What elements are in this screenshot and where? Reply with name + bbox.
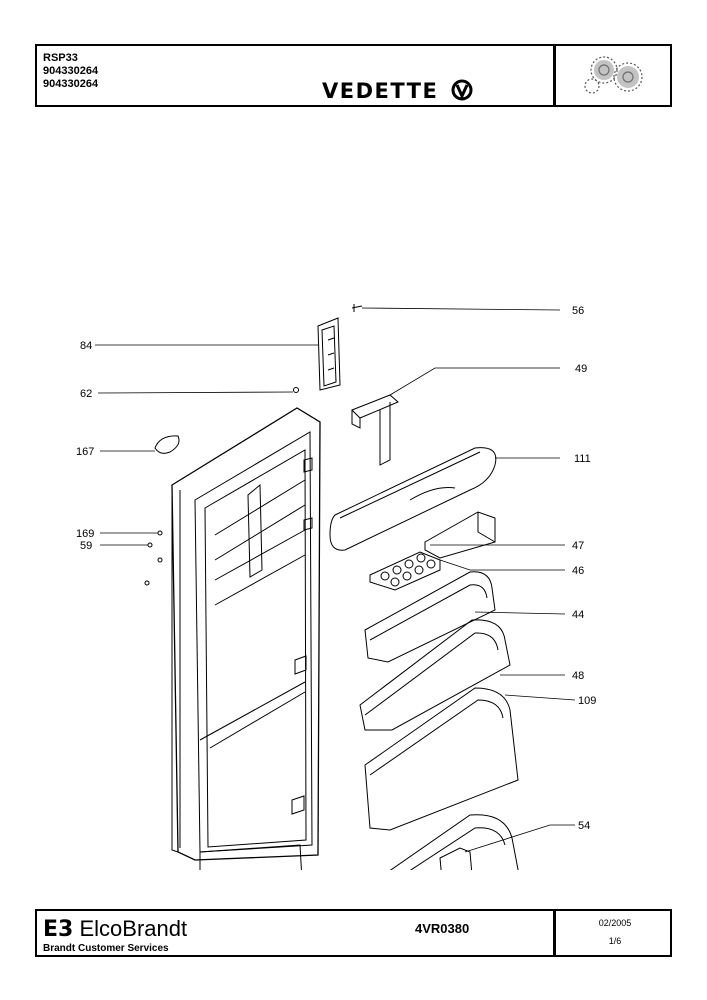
exploded-parts-diagram: 56 84 49 62 167 111 169 59 47 46 44 48 1… xyxy=(76,304,596,870)
label-84: 84 xyxy=(80,340,92,352)
part-109-door-bin xyxy=(364,687,519,831)
label-109: 109 xyxy=(578,695,596,707)
elcobrandt-logo: E3 ElcoBrandt xyxy=(43,917,187,942)
brand-name: VEDETTE xyxy=(322,79,439,103)
product-code-2: 904330264 xyxy=(43,78,99,90)
part-54-clip xyxy=(439,847,473,870)
gears-box xyxy=(553,44,674,107)
part-50-bottle-bin xyxy=(389,814,519,870)
label-62: 62 xyxy=(80,388,92,400)
label-111: 111 xyxy=(574,453,591,465)
label-54: 54 xyxy=(578,820,590,832)
part-56-screw xyxy=(351,304,363,312)
label-59: 59 xyxy=(80,540,92,552)
model-name: RSP33 xyxy=(43,52,78,64)
vedette-v-logo-icon xyxy=(451,79,473,101)
small-screws xyxy=(144,530,163,586)
label-49: 49 xyxy=(575,363,587,375)
gears-icon xyxy=(584,56,643,94)
label-167: 167 xyxy=(76,446,94,458)
title-block-footer: E3 ElcoBrandt Brandt Customer Services 4… xyxy=(35,909,672,957)
part-48-door-shelf xyxy=(359,619,511,731)
label-56: 56 xyxy=(572,305,584,317)
elcobrandt-mark-icon: E3 xyxy=(43,917,74,942)
part-62-screw xyxy=(293,387,299,393)
label-46: 46 xyxy=(572,565,584,577)
label-48: 48 xyxy=(572,670,584,682)
document-date: 02/2005 xyxy=(598,918,632,928)
product-code-1: 904330264 xyxy=(43,65,99,77)
title-block-header: RSP33 904330264 904330264 VEDETTE xyxy=(35,44,672,107)
brand-logo: VEDETTE xyxy=(322,79,473,103)
part-47-small-shelf xyxy=(424,511,496,559)
date-page-box: 02/2005 1/6 xyxy=(553,909,674,957)
part-84-handle xyxy=(317,317,341,391)
footer-subtitle: Brandt Customer Services xyxy=(43,943,169,954)
part-44-door-shelf xyxy=(364,571,496,663)
label-47: 47 xyxy=(572,540,584,552)
model-info: RSP33 904330264 904330264 xyxy=(43,52,98,91)
part-49-bracket xyxy=(351,394,399,466)
label-169: 169 xyxy=(76,528,94,540)
label-44: 44 xyxy=(572,609,584,621)
footer-brand-name: ElcoBrandt xyxy=(79,916,188,941)
page-number: 1/6 xyxy=(608,936,622,946)
door-assembly xyxy=(171,407,321,870)
part-46-egg-tray xyxy=(369,551,441,591)
part-111-dairy-cover xyxy=(329,447,497,551)
part-167-cap xyxy=(154,435,180,454)
document-code: 4VR0380 xyxy=(415,921,470,936)
